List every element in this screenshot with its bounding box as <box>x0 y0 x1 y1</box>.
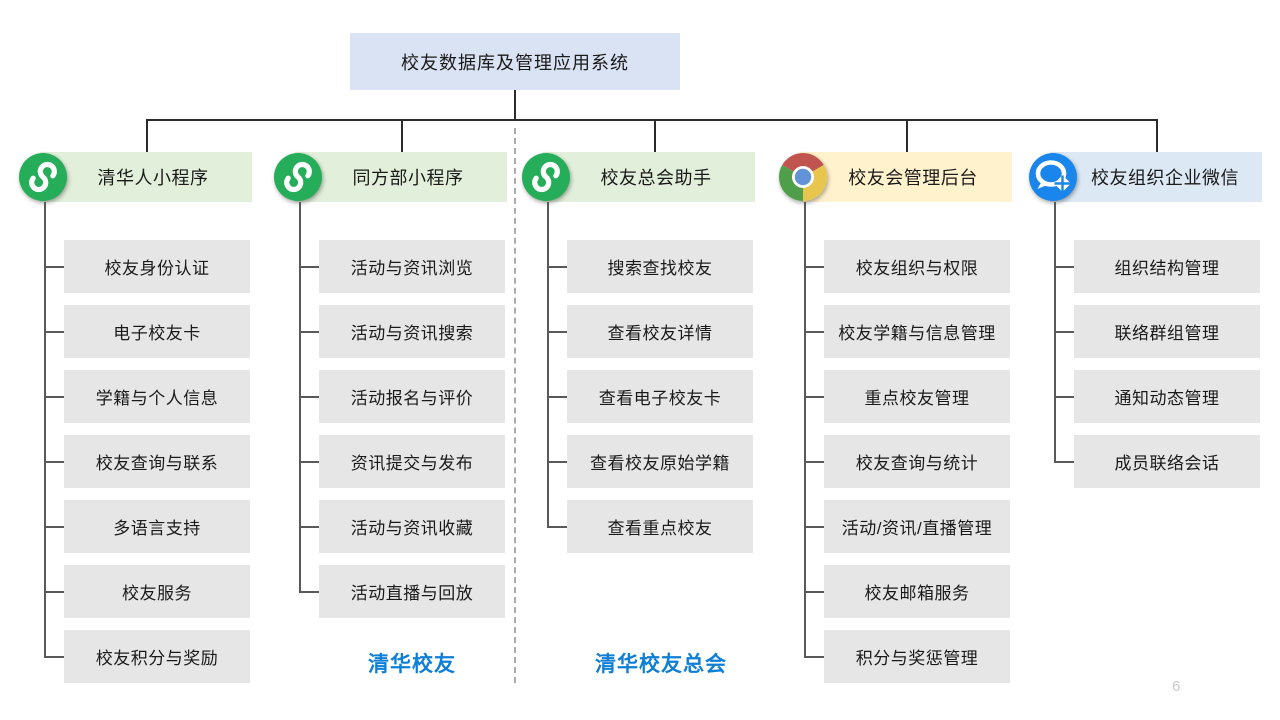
tree-node: 活动/资讯/直播管理 <box>804 500 1010 553</box>
root-title: 校友数据库及管理应用系统 <box>401 52 629 73</box>
tree-node: 学籍与个人信息 <box>44 370 250 423</box>
tree-node: 活动直播与回放 <box>299 565 505 618</box>
tree-node: 校友学籍与信息管理 <box>804 305 1010 358</box>
tree-node-label: 学籍与个人信息 <box>95 389 219 408</box>
tree-node-label: 校友服务 <box>122 584 192 603</box>
tree-node: 校友服务 <box>44 565 250 618</box>
tree-node: 通知动态管理 <box>1054 370 1260 423</box>
column-header-wework: 校友组织企业微信 <box>1050 152 1262 202</box>
wechat-miniprogram-icon <box>522 153 570 201</box>
wechat-miniprogram-icon <box>274 153 322 201</box>
connector-root-stem <box>514 90 516 120</box>
connector-drop-col1 <box>146 119 148 152</box>
tree-node: 成员联络会话 <box>1054 435 1260 488</box>
tree-node-label: 活动直播与回放 <box>350 584 474 603</box>
tree-node-label: 重点校友管理 <box>864 389 970 408</box>
column-header-zonghui-assistant: 校友总会助手 <box>543 152 755 202</box>
tree-node-label: 多语言支持 <box>113 519 201 538</box>
column-trunk-line <box>44 202 46 657</box>
chrome-icon <box>778 152 828 201</box>
tree-node-label: 活动与资讯浏览 <box>350 259 474 278</box>
wechat-miniprogram-icon <box>19 153 67 201</box>
tree-node: 组织结构管理 <box>1054 240 1260 293</box>
tree-node: 校友组织与权限 <box>804 240 1010 293</box>
tree-node-label: 查看校友详情 <box>607 324 713 343</box>
tree-node: 查看校友原始学籍 <box>547 435 753 488</box>
connector-drop-col3 <box>654 119 656 152</box>
tree-node: 联络群组管理 <box>1054 305 1260 358</box>
tree-node: 校友积分与奖励 <box>44 630 250 683</box>
tree-node-label: 校友学籍与信息管理 <box>838 324 996 343</box>
tree-node-label: 校友邮箱服务 <box>864 584 970 603</box>
tree-node-label: 联络群组管理 <box>1114 324 1220 343</box>
tree-node: 活动与资讯搜索 <box>299 305 505 358</box>
tree-node-label: 搜索查找校友 <box>607 259 713 278</box>
tree-node-label: 成员联络会话 <box>1114 454 1220 473</box>
tree-node-label: 校友身份认证 <box>104 259 210 278</box>
root-title-box: 校友数据库及管理应用系统 <box>350 33 680 90</box>
column-title: 校友总会助手 <box>600 168 712 188</box>
footer-label-qinghua-xiaoyou-zonghui: 清华校友总会 <box>595 653 727 676</box>
connector-drop-col5 <box>1156 119 1158 152</box>
tree-node-label: 活动与资讯收藏 <box>350 519 474 538</box>
tree-node-label: 查看重点校友 <box>607 519 713 538</box>
tree-node-label: 校友积分与奖励 <box>95 649 219 668</box>
column-title: 同方部小程序 <box>352 168 464 188</box>
tree-node: 搜索查找校友 <box>547 240 753 293</box>
connector-drop-col2 <box>401 119 403 152</box>
tree-node-label: 活动与资讯搜索 <box>350 324 474 343</box>
tree-node-label: 查看电子校友卡 <box>598 389 722 408</box>
tree-node: 多语言支持 <box>44 500 250 553</box>
column-title: 清华人小程序 <box>97 168 209 188</box>
column-title: 校友组织企业微信 <box>1091 168 1239 188</box>
tree-node-label: 电子校友卡 <box>113 324 201 343</box>
wechat-work-icon <box>1029 153 1077 201</box>
tree-node: 活动与资讯浏览 <box>299 240 505 293</box>
tree-node: 活动报名与评价 <box>299 370 505 423</box>
tree-node: 电子校友卡 <box>44 305 250 358</box>
column-trunk-line <box>547 202 549 527</box>
column-trunk-line <box>804 202 806 657</box>
tree-node-label: 活动/资讯/直播管理 <box>841 519 993 538</box>
column-header-admin-backend: 校友会管理后台 <box>800 152 1012 202</box>
tree-node: 校友身份认证 <box>44 240 250 293</box>
tree-node: 查看校友详情 <box>547 305 753 358</box>
column-header-tongfangbu-miniprogram: 同方部小程序 <box>295 152 507 202</box>
page-number: 6 <box>1172 678 1181 695</box>
tree-node: 查看重点校友 <box>547 500 753 553</box>
tree-node-label: 校友查询与联系 <box>95 454 219 473</box>
tree-node-label: 校友查询与统计 <box>855 454 979 473</box>
dashed-divider <box>514 128 516 683</box>
column-title: 校友会管理后台 <box>848 168 978 188</box>
column-header-qinghuaren-miniprogram: 清华人小程序 <box>40 152 252 202</box>
tree-node: 资讯提交与发布 <box>299 435 505 488</box>
tree-node: 积分与奖惩管理 <box>804 630 1010 683</box>
tree-node-label: 校友组织与权限 <box>855 259 979 278</box>
tree-node-label: 资讯提交与发布 <box>350 454 474 473</box>
connector-horizontal-bar <box>146 119 1157 121</box>
tree-node-label: 活动报名与评价 <box>350 389 474 408</box>
tree-node: 查看电子校友卡 <box>547 370 753 423</box>
tree-node: 重点校友管理 <box>804 370 1010 423</box>
tree-node-label: 通知动态管理 <box>1114 389 1220 408</box>
footer-label-qinghua-xiaoyou: 清华校友 <box>368 653 456 676</box>
tree-node-label: 组织结构管理 <box>1114 259 1220 278</box>
tree-node: 校友查询与统计 <box>804 435 1010 488</box>
tree-node-label: 查看校友原始学籍 <box>590 454 730 473</box>
tree-node: 校友邮箱服务 <box>804 565 1010 618</box>
tree-node: 活动与资讯收藏 <box>299 500 505 553</box>
connector-drop-col4 <box>906 119 908 152</box>
tree-node-label: 积分与奖惩管理 <box>855 649 979 668</box>
tree-node: 校友查询与联系 <box>44 435 250 488</box>
